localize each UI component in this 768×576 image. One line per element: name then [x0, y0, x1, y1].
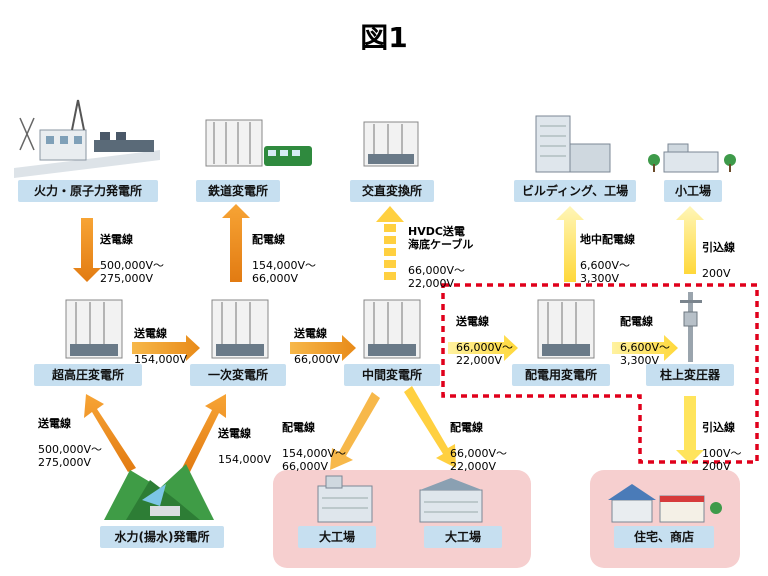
- edge-values: 6,600V〜 3,300V: [580, 259, 631, 285]
- converter-station-illustration: [363, 121, 419, 167]
- node-distribution-substation: 配電用変電所: [512, 364, 610, 386]
- node-houses-shops: 住宅、商店: [614, 526, 714, 548]
- edge-values: 66,000V〜 22,000V: [408, 264, 466, 290]
- edge-head: 配電線: [450, 421, 483, 434]
- edge-label-uhv-to-primary: 送電線 154,000V: [134, 314, 187, 379]
- arrow-intermediate-to-converter: [376, 206, 404, 280]
- node-primary-substation: 一次変電所: [190, 364, 286, 386]
- distribution-highlight-frame: [441, 283, 759, 464]
- intermediate-substation-illustration: [363, 299, 421, 359]
- edge-head: 送電線: [100, 233, 133, 246]
- edge-values: 66,000V: [294, 353, 341, 366]
- thermal-nuclear-plant-illustration: [14, 99, 160, 178]
- arrow-primary-to-railway: [222, 204, 250, 282]
- hydro-plant-illustration: [104, 464, 214, 520]
- edge-head: 送電線: [218, 427, 251, 440]
- node-buildings-factories: ビルディング、工場: [514, 180, 636, 202]
- primary-substation-illustration: [211, 299, 269, 359]
- edge-label-intermediate-to-converter: HVDC送電 海底ケーブル 66,000V〜 22,000V: [408, 212, 473, 303]
- edge-values: 6,600V〜 3,300V: [620, 341, 671, 367]
- arrow-intermediate-to-distribution: [448, 335, 518, 361]
- edge-head: 配電線: [282, 421, 315, 434]
- edge-head: 送電線: [134, 327, 167, 340]
- office-building-illustration: [535, 115, 611, 173]
- edge-label-primary-to-railway: 配電線 154,000V〜 66,000V: [252, 220, 316, 298]
- node-hydro-pumped-storage-plant: 水力(揚水)発電所: [100, 526, 224, 548]
- node-railway-substation: 鉄道変電所: [196, 180, 280, 202]
- edge-values: 200V: [702, 267, 731, 280]
- node-thermal-nuclear-plant: 火力・原子力発電所: [18, 180, 158, 202]
- edge-label-hydro-to-uhv: 送電線 500,000V〜 275,000V: [38, 404, 102, 482]
- node-ac-converter-station: 交直変換所: [350, 180, 434, 202]
- edge-label-distribution-to-buildings: 地中配電線 6,600V〜 3,300V: [580, 220, 635, 298]
- railway-substation-illustration: [205, 119, 312, 167]
- node-large-factory-1: 大工場: [298, 526, 376, 548]
- edge-values: 154,000V〜 66,000V: [252, 259, 317, 285]
- arrow-intermediate-to-factory-2: [404, 386, 456, 468]
- edge-label-intermediate-to-factory-2: 配電線 66,000V〜 22,000V: [450, 408, 507, 486]
- utility-pole-illustration: [680, 292, 702, 362]
- edge-label-thermal-to-uhv: 送電線 500,000V〜 275,000V: [100, 220, 164, 298]
- arrow-pole-to-houses: [676, 396, 704, 464]
- edge-values: 500,000V〜 275,000V: [100, 259, 165, 285]
- small-factory-illustration: [648, 143, 736, 173]
- edge-head: 送電線: [294, 327, 327, 340]
- node-ultra-high-voltage-substation: 超高圧変電所: [34, 364, 142, 386]
- arrow-primary-to-intermediate: [290, 335, 356, 361]
- edge-label-pole-to-small-factory: 引込線 200V: [702, 228, 735, 293]
- large-factory-1-illustration: [317, 475, 373, 523]
- node-intermediate-substation: 中間変電所: [344, 364, 440, 386]
- edge-values: 154,000V: [134, 353, 188, 366]
- edge-values: 66,000V〜 22,000V: [456, 341, 514, 367]
- edge-values: 154,000V〜 66,000V: [282, 447, 347, 473]
- edge-head: 地中配電線: [580, 233, 635, 246]
- arrow-uhv-to-primary: [132, 335, 200, 361]
- figure-title: 図1: [360, 21, 408, 54]
- houses-shops-illustration: [608, 484, 722, 523]
- edge-label-distribution-to-pole: 配電線 6,600V〜 3,300V: [620, 302, 670, 380]
- edge-values: 500,000V〜 275,000V: [38, 443, 103, 469]
- edge-label-intermediate-to-factory-1: 配電線 154,000V〜 66,000V: [282, 408, 346, 486]
- arrow-intermediate-to-factory-1: [330, 392, 380, 470]
- edge-head: 引込線: [702, 421, 735, 434]
- edge-label-hydro-to-primary: 送電線 154,000V: [218, 414, 271, 479]
- edge-label-primary-to-intermediate: 送電線 66,000V: [294, 314, 340, 379]
- arrow-hydro-to-primary: [182, 394, 226, 472]
- arrow-thermal-to-uhv: [73, 218, 101, 282]
- arrow-pole-to-small-factory: [676, 206, 704, 274]
- node-small-factory: 小工場: [664, 180, 722, 202]
- arrow-distribution-to-pole: [612, 335, 678, 361]
- edge-values: 66,000V〜 22,000V: [450, 447, 508, 473]
- distribution-substation-illustration: [537, 299, 595, 359]
- edge-head: 配電線: [252, 233, 285, 246]
- arrow-hydro-to-uhv: [84, 394, 136, 472]
- edge-head: 送電線: [38, 417, 71, 430]
- edge-values: 100V〜 200V: [702, 447, 742, 473]
- node-pole-transformer: 柱上変圧器: [646, 364, 734, 386]
- edge-head: 引込線: [702, 241, 735, 254]
- edge-label-pole-to-houses: 引込線 100V〜 200V: [702, 408, 742, 486]
- edge-head: HVDC送電 海底ケーブル: [408, 225, 474, 251]
- uhv-substation-illustration: [65, 299, 123, 359]
- edge-label-intermediate-to-distribution: 送電線 66,000V〜 22,000V: [456, 302, 513, 380]
- edge-head: 配電線: [620, 315, 653, 328]
- node-large-factory-2: 大工場: [424, 526, 502, 548]
- large-factory-2-illustration: [419, 478, 483, 523]
- arrow-distribution-to-buildings: [556, 206, 584, 282]
- edge-head: 送電線: [456, 315, 489, 328]
- edge-values: 154,000V: [218, 453, 272, 466]
